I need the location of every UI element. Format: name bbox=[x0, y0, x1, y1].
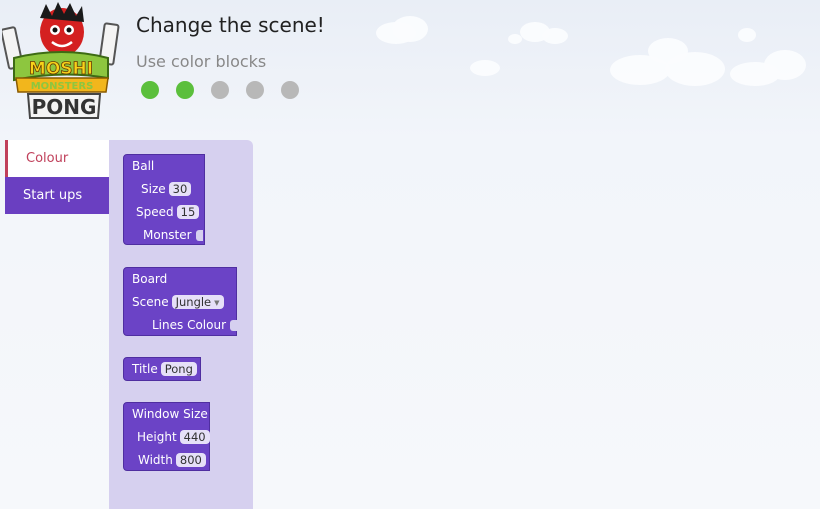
svg-text:MOSHI: MOSHI bbox=[29, 59, 93, 79]
window-height-field[interactable]: 440 bbox=[179, 430, 210, 444]
cloud bbox=[730, 62, 780, 86]
board-block-title: Board bbox=[132, 272, 168, 286]
ball-size-label: Size bbox=[141, 182, 166, 196]
progress-dot[interactable] bbox=[246, 81, 264, 99]
board-scene-value: Jungle bbox=[175, 295, 212, 309]
ball-monster-row: Monster bbox=[143, 228, 203, 242]
svg-text:PONG: PONG bbox=[32, 95, 97, 119]
title-field[interactable]: Pong bbox=[160, 362, 197, 376]
ball-monster-label: Monster bbox=[143, 228, 192, 242]
progress-dot[interactable] bbox=[211, 81, 229, 99]
ball-block-title: Ball bbox=[132, 159, 155, 173]
ball-speed-label: Speed bbox=[136, 205, 174, 219]
board-scene-dropdown[interactable]: Jungle▼ bbox=[171, 295, 224, 309]
moshi-monsters-pong-logo: MOSHI MONSTERS PONG bbox=[0, 0, 122, 122]
level-progress bbox=[141, 81, 299, 99]
block-categories: Colour Start ups bbox=[5, 140, 109, 214]
level-subtitle: Use color blocks bbox=[136, 52, 267, 71]
window-size-title: Window Size bbox=[132, 407, 208, 421]
cloud bbox=[470, 60, 500, 76]
progress-dot[interactable] bbox=[176, 81, 194, 99]
board-lines-row: Lines Colour bbox=[152, 318, 238, 332]
dropdown-arrow-icon: ▼ bbox=[214, 298, 220, 307]
window-width-label: Width bbox=[138, 453, 173, 467]
category-start-ups[interactable]: Start ups bbox=[5, 177, 109, 214]
ball-monster-input-socket[interactable] bbox=[195, 230, 203, 241]
level-title: Change the scene! bbox=[136, 13, 325, 37]
window-height-label: Height bbox=[137, 430, 177, 444]
ball-size-field[interactable]: 30 bbox=[168, 182, 192, 196]
cloud bbox=[738, 28, 756, 42]
svg-text:MONSTERS: MONSTERS bbox=[31, 81, 94, 92]
board-scene-label: Scene bbox=[132, 295, 169, 309]
progress-dot[interactable] bbox=[141, 81, 159, 99]
board-lines-input-socket[interactable] bbox=[230, 320, 238, 331]
cloud bbox=[392, 16, 428, 42]
logo-graphic: MOSHI MONSTERS PONG bbox=[0, 2, 120, 119]
cloud bbox=[610, 55, 670, 85]
cloud bbox=[542, 28, 568, 44]
ball-speed-field[interactable]: 15 bbox=[176, 205, 200, 219]
cloud bbox=[665, 52, 725, 86]
cloud bbox=[508, 34, 522, 44]
title-label: Title bbox=[132, 362, 158, 376]
progress-dot[interactable] bbox=[281, 81, 299, 99]
category-colour[interactable]: Colour bbox=[5, 140, 109, 177]
board-lines-colour-label: Lines Colour bbox=[152, 318, 227, 332]
window-width-field[interactable]: 800 bbox=[175, 453, 206, 467]
